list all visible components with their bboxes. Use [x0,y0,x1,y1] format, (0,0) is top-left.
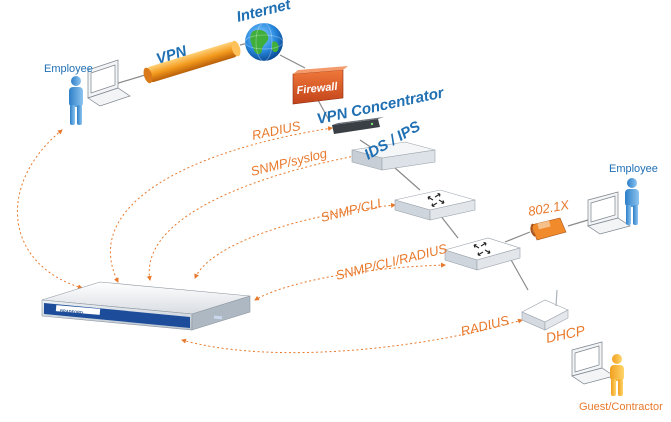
link-phone-laptop [567,219,589,227]
firewall-icon [292,66,348,105]
guest-label: Guest/Contractor [579,401,663,413]
ids-ips-icon [351,141,436,171]
employee-left-person-icon [69,76,83,125]
arc-radius-top [110,126,333,283]
ip-phone-icon [530,217,567,241]
internet-globe-icon [244,22,284,62]
snmp-cli-radius-label: SNMP/CLI/RADIUS [334,241,449,283]
laptop-right-icon [587,191,631,235]
link-switch2-phone [504,231,531,243]
employee-right-person-icon [625,178,639,225]
employee-left-label: Employee [44,63,93,75]
employee-right-label: Employee [609,163,658,175]
snmp-cli-label: SNMP/CLI [319,195,383,225]
link-internet-firewall [279,54,306,69]
guest-person-icon [610,354,624,396]
server-brand-label: BRADFORD [60,308,83,315]
radius-bottom-label: RADIUS [459,312,511,339]
link-concentrator-ids [359,139,373,149]
vpn-pipe-icon [143,40,241,84]
snmp-syslog-label: SNMP/syslog [249,145,329,179]
wireless-ap-icon [521,289,569,331]
arc-employee-left [16,129,83,290]
firewall-label: Firewall [296,81,339,97]
vpn-concentrator-icon [332,117,384,134]
link-firewall-concentrator [317,99,331,123]
radius-top-label: RADIUS [251,118,302,143]
link-switch2-ap [509,257,529,291]
rack-server-appliance: BRADFORD [41,281,251,331]
link-switch1-switch2 [439,214,459,239]
laptop-guest-icon [571,341,615,385]
network-links [111,41,589,291]
link-ids-switch1 [394,167,421,191]
switch-1-icon [394,189,476,221]
arc-snmp-cli-radius [254,262,446,301]
switch-2-icon [443,237,522,271]
management-arcs [16,126,523,354]
arc-snmp-cli [194,202,396,279]
laptop-left-icon [87,59,131,107]
dot1x-label: 802.1X [527,197,571,219]
internet-label: Internet [235,0,293,26]
